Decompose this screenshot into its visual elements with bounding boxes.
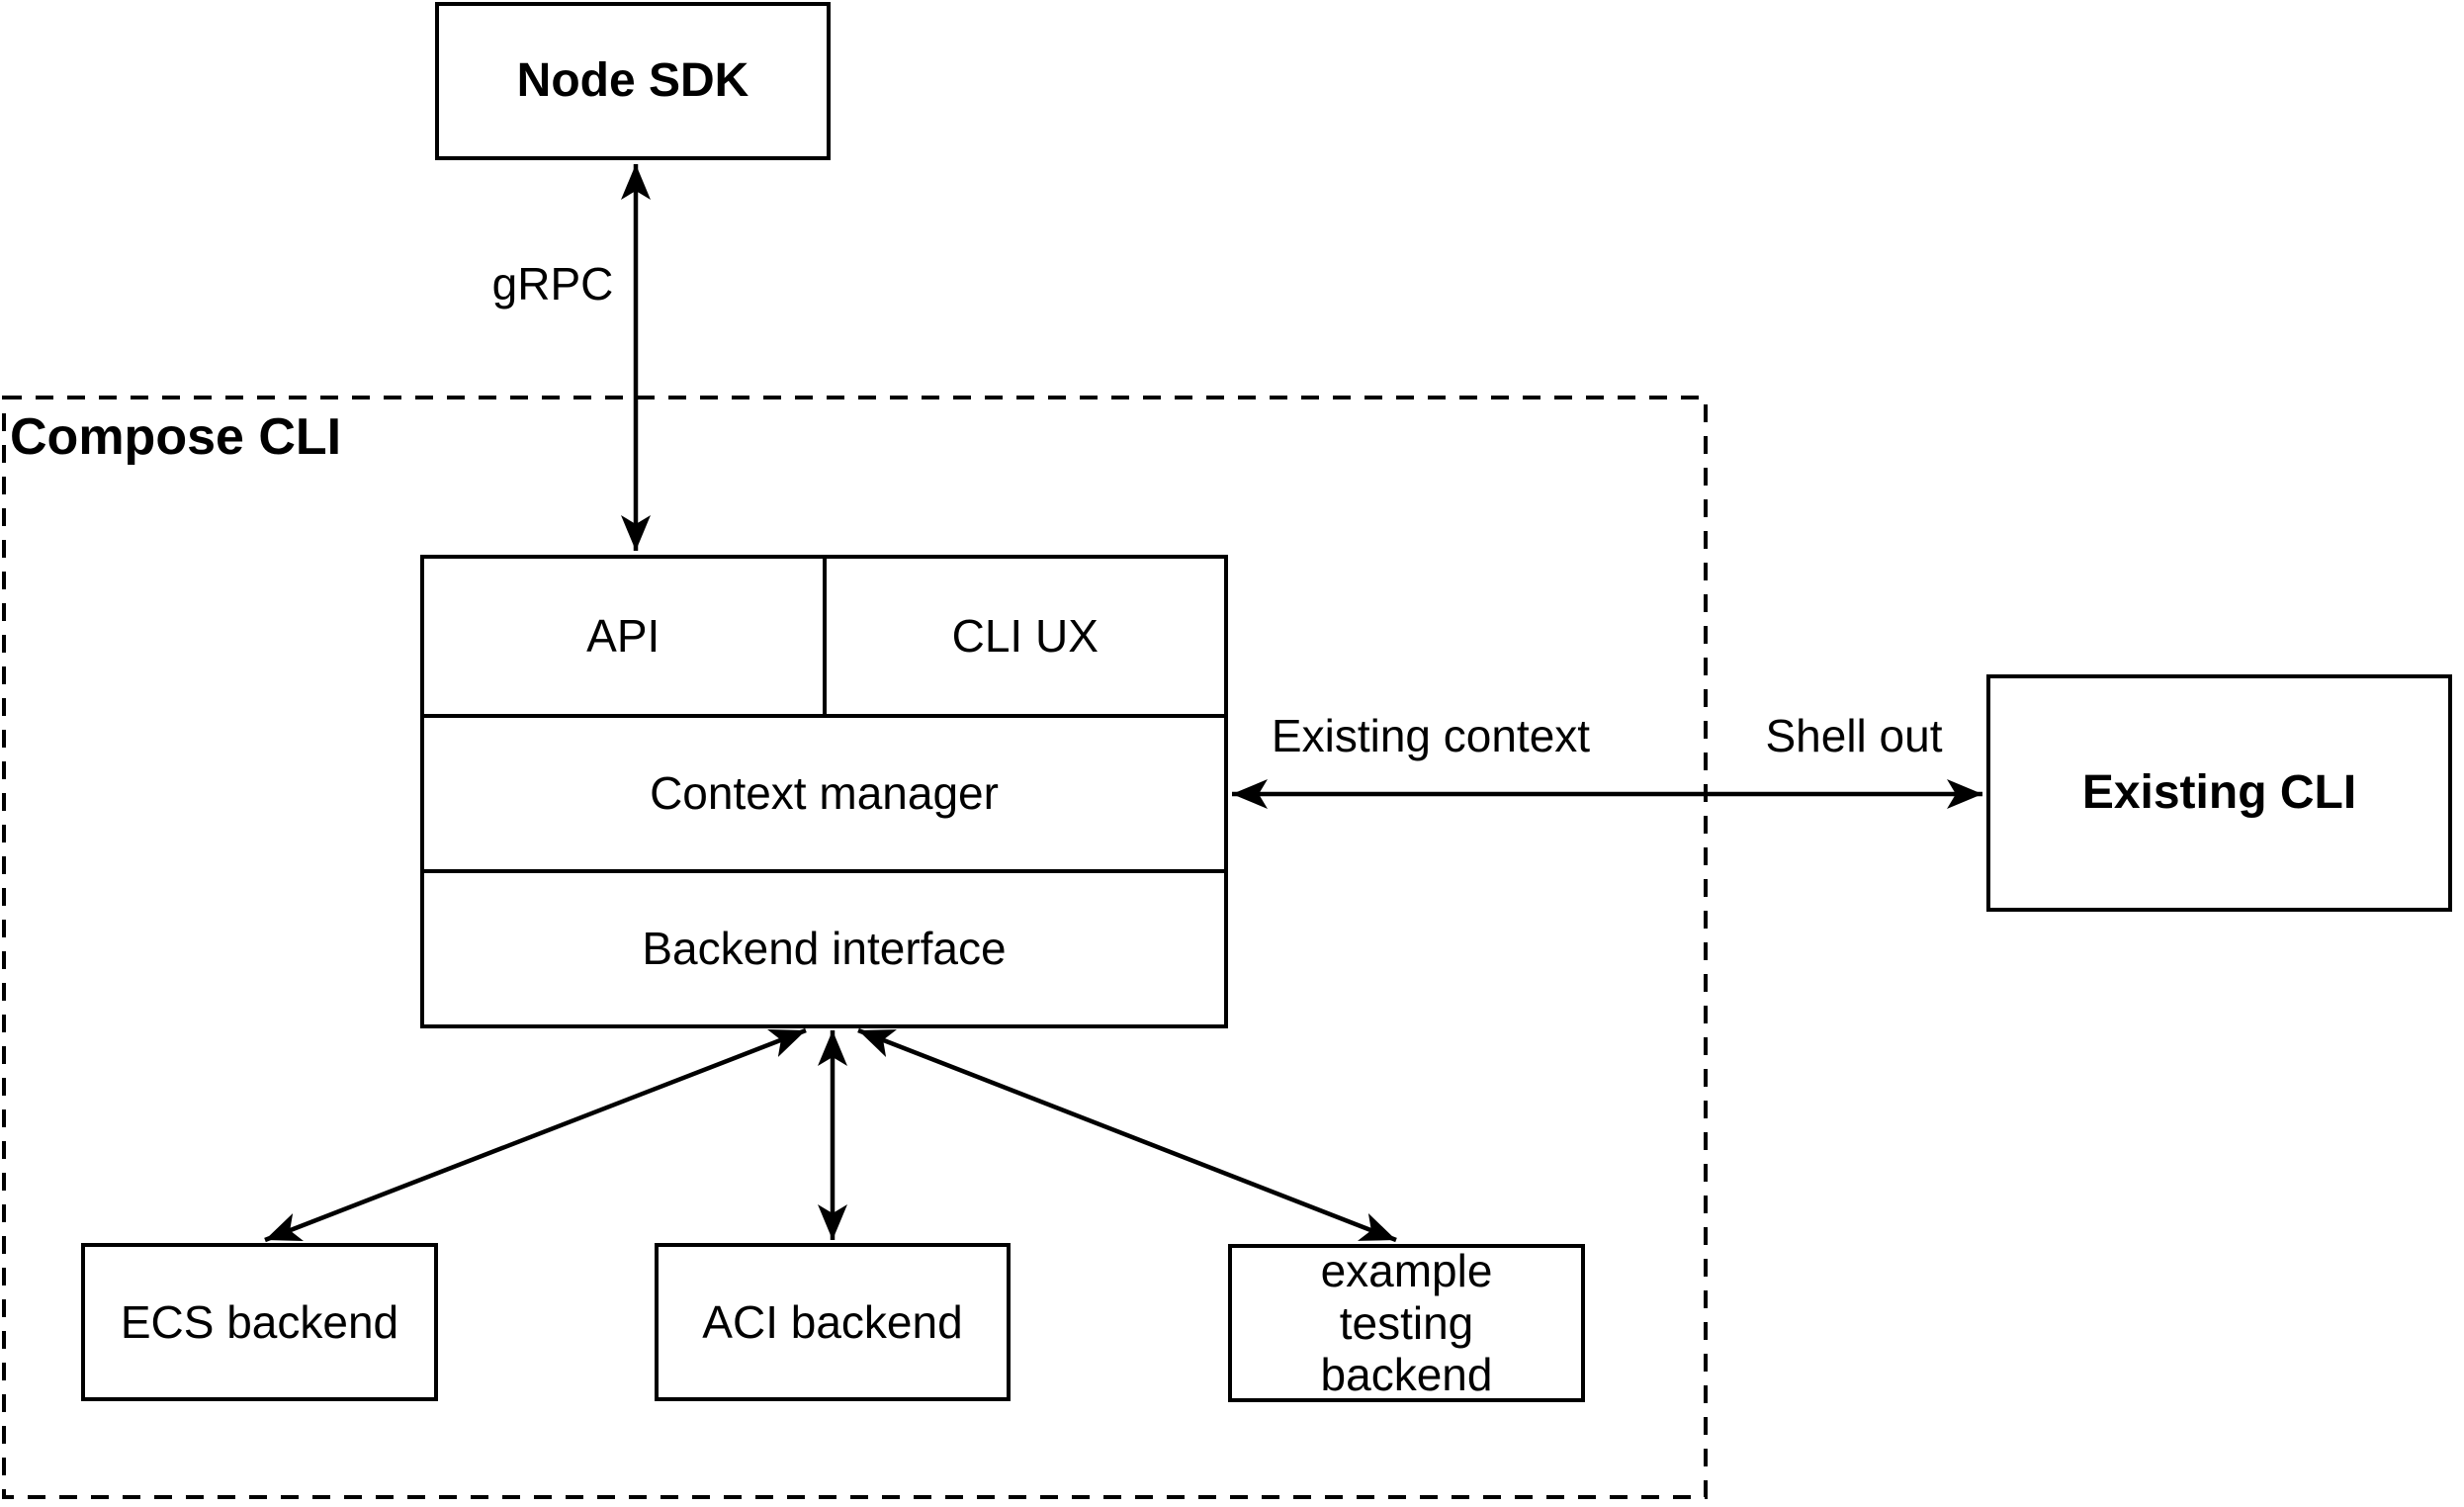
backend-to-ecs-arrow	[264, 1027, 807, 1243]
aci-backend-box: ACI backend	[655, 1243, 1011, 1401]
ecs-backend-label: ECS backend	[120, 1295, 399, 1348]
grpc-edge-label: gRPC	[491, 258, 614, 310]
context-manager-label: Context manager	[650, 766, 999, 819]
shell-out-edge-label: Shell out	[1765, 710, 1943, 761]
cli-ux-box: CLI UX	[822, 559, 1225, 714]
compose-cli-container-label: Compose CLI	[10, 408, 342, 466]
ecs-backend-box: ECS backend	[81, 1243, 438, 1401]
existing-cli-box: Existing CLI	[1986, 674, 2452, 912]
example-testing-backend-box: example testing backend	[1228, 1244, 1585, 1402]
api-box: API	[424, 559, 823, 714]
backend-interface-label: Backend interface	[642, 923, 1007, 975]
node-sdk-box: Node SDK	[435, 2, 831, 160]
existing-cli-label: Existing CLI	[2081, 766, 2357, 820]
aci-backend-label: ACI backend	[702, 1295, 963, 1348]
api-label: API	[586, 609, 660, 662]
api-cliux-row: API CLI UX	[424, 559, 1224, 714]
existing-context-edge-label: Existing context	[1271, 710, 1591, 761]
compose-cli-stack-box: API CLI UX Context manager Backend inter…	[420, 555, 1228, 1028]
backend-to-example-testing-arrow	[857, 1027, 1397, 1243]
context-manager-box: Context manager	[424, 713, 1224, 870]
example-testing-backend-label: example testing backend	[1320, 1244, 1493, 1401]
node-sdk-label: Node SDK	[516, 54, 749, 108]
compose-cli-container-border	[2, 396, 1708, 1499]
cli-ux-label: CLI UX	[951, 609, 1099, 662]
backend-interface-box: Backend interface	[424, 869, 1224, 1024]
